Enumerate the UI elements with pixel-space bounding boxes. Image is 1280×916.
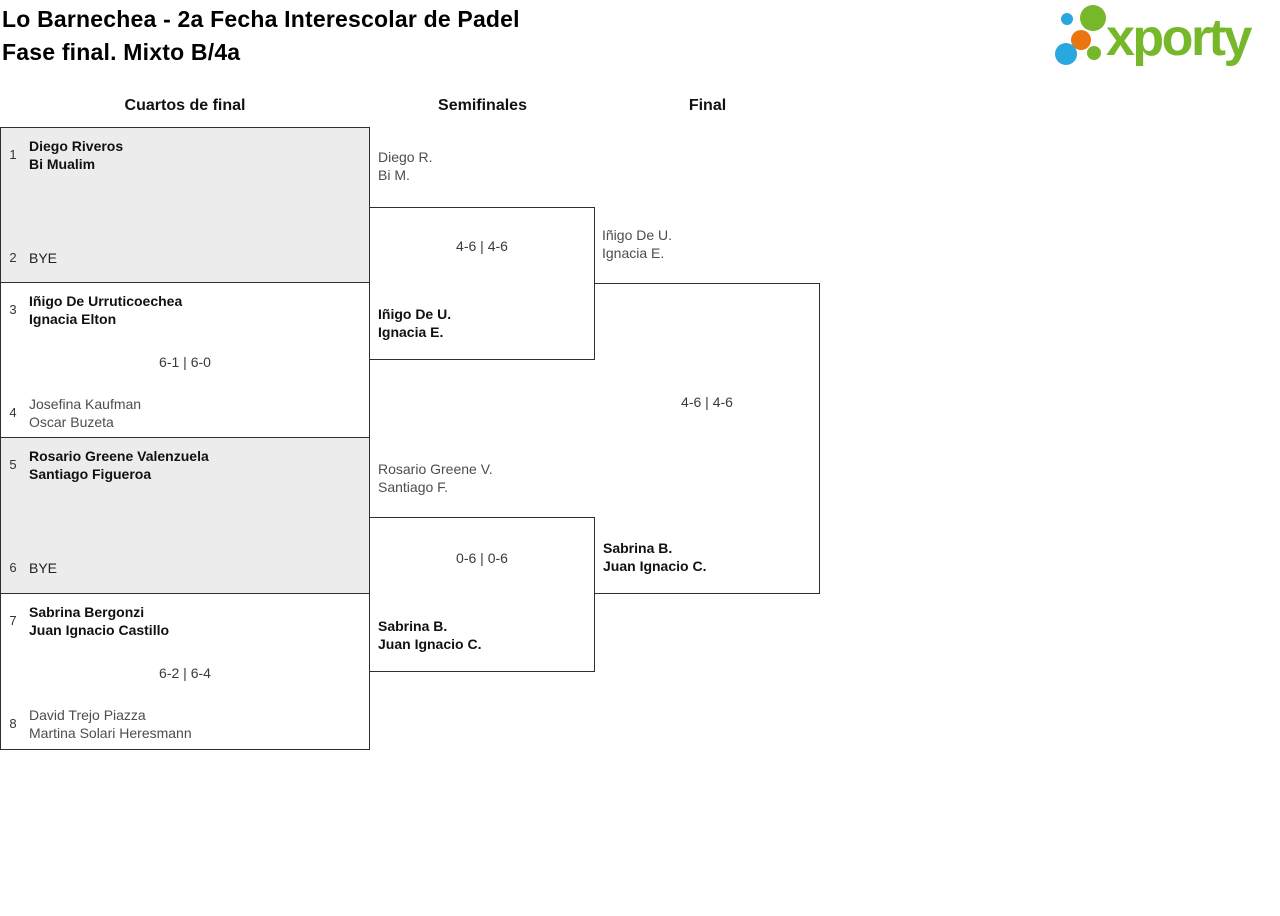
player-name: Bi M.: [378, 167, 410, 183]
player-name: Diego R.: [378, 149, 433, 165]
page-title-line1: Lo Barnechea - 2a Fecha Interescolar de …: [2, 6, 520, 32]
player-name: Santiago F.: [378, 479, 449, 495]
seed-number: 2: [9, 250, 17, 265]
team-names: BYE: [29, 249, 363, 267]
round-header-semifinals: Semifinales: [438, 97, 527, 114]
player-name: Oscar Buzeta: [29, 414, 114, 430]
player-name: Iñigo De U.: [378, 306, 452, 322]
logo-dot-icon: [1087, 46, 1101, 60]
player-name: David Trejo Piazza: [29, 707, 146, 723]
match-score: 6-2 | 6-4: [159, 665, 211, 681]
player-name: Ignacia E.: [378, 324, 444, 340]
seed-number: 1: [9, 147, 17, 162]
logo-dot-icon: [1080, 5, 1106, 31]
player-name: Rosario Greene Valenzuela: [29, 448, 209, 464]
player-name: Sabrina B.: [378, 618, 448, 634]
logo-dot-icon: [1071, 30, 1091, 50]
match-score: 0-6 | 0-6: [456, 550, 508, 566]
logo-dot-icon: [1055, 43, 1077, 65]
team-names: Iñigo De Urruticoechea Ignacia Elton: [29, 292, 363, 328]
seed-number: 3: [9, 302, 17, 317]
team-names: BYE: [29, 559, 363, 577]
player-name: Juan Ignacio C.: [378, 636, 482, 652]
match-box-final: 4-6 | 4-6 Sabrina B. Juan Ignacio C.: [595, 283, 820, 594]
seed-number: 8: [9, 716, 17, 731]
team-names: Rosario Greene Valenzuela Santiago Figue…: [29, 447, 363, 483]
match-score: 4-6 | 4-6: [681, 394, 733, 410]
team-names: Josefina Kaufman Oscar Buzeta: [29, 395, 363, 431]
xporty-logo[interactable]: xporty: [1050, 0, 1275, 75]
player-name: Martina Solari Heresmann: [29, 725, 192, 741]
match-score: 6-1 | 6-0: [159, 354, 211, 370]
match-score: 4-6 | 4-6: [456, 238, 508, 254]
player-name: Juan Ignacio C.: [603, 558, 707, 574]
logo-dot-icon: [1061, 13, 1073, 25]
team-names: Iñigo De U. Ignacia E.: [378, 305, 588, 341]
match-box-quarterfinal-3: 5 Rosario Greene Valenzuela Santiago Fig…: [0, 438, 370, 594]
player-name: Juan Ignacio Castillo: [29, 622, 170, 638]
match-box-quarterfinal-2: 3 Iñigo De Urruticoechea Ignacia Elton 6…: [0, 283, 370, 438]
team-names: Sabrina Bergonzi Juan Ignacio Castillo: [29, 603, 363, 639]
semifinal-1-top-team: Diego R. Bi M.: [378, 148, 432, 184]
player-name: Iñigo De U.: [602, 227, 673, 243]
player-name: Sabrina B.: [603, 540, 673, 556]
page-title: Lo Barnechea - 2a Fecha Interescolar de …: [2, 3, 520, 69]
team-names: Sabrina B. Juan Ignacio C.: [603, 539, 813, 575]
team-names: Diego Riveros Bi Mualim: [29, 137, 363, 173]
player-name: Diego Riveros: [29, 138, 124, 154]
team-names: David Trejo Piazza Martina Solari Heresm…: [29, 706, 363, 742]
player-name: BYE: [29, 250, 58, 266]
player-name: Rosario Greene V.: [378, 461, 493, 477]
match-box-quarterfinal-1: 1 Diego Riveros Bi Mualim 2 BYE: [0, 127, 370, 283]
player-name: Bi Mualim: [29, 156, 96, 172]
match-box-semifinal-2: 0-6 | 0-6 Sabrina B. Juan Ignacio C.: [370, 517, 595, 672]
seed-number: 7: [9, 613, 17, 628]
seed-number: 5: [9, 457, 17, 472]
seed-number: 4: [9, 405, 17, 420]
team-names: Sabrina B. Juan Ignacio C.: [378, 617, 588, 653]
final-top-team: Iñigo De U. Ignacia E.: [602, 226, 672, 262]
player-name: Iñigo De Urruticoechea: [29, 293, 183, 309]
player-name: Josefina Kaufman: [29, 396, 142, 412]
match-box-quarterfinal-4: 7 Sabrina Bergonzi Juan Ignacio Castillo…: [0, 594, 370, 750]
page-title-line2: Fase final. Mixto B/4a: [2, 39, 241, 65]
player-name: Ignacia Elton: [29, 311, 117, 327]
player-name: BYE: [29, 560, 58, 576]
logo-wordmark: xporty: [1106, 9, 1252, 67]
player-name: Sabrina Bergonzi: [29, 604, 145, 620]
round-header-quarterfinals: Cuartos de final: [124, 97, 246, 114]
match-box-semifinal-1: 4-6 | 4-6 Iñigo De U. Ignacia E.: [370, 207, 595, 360]
seed-number: 6: [9, 560, 17, 575]
player-name: Santiago Figueroa: [29, 466, 152, 482]
player-name: Ignacia E.: [602, 245, 665, 261]
semifinal-2-top-team: Rosario Greene V. Santiago F.: [378, 460, 493, 496]
round-header-final: Final: [688, 97, 727, 114]
